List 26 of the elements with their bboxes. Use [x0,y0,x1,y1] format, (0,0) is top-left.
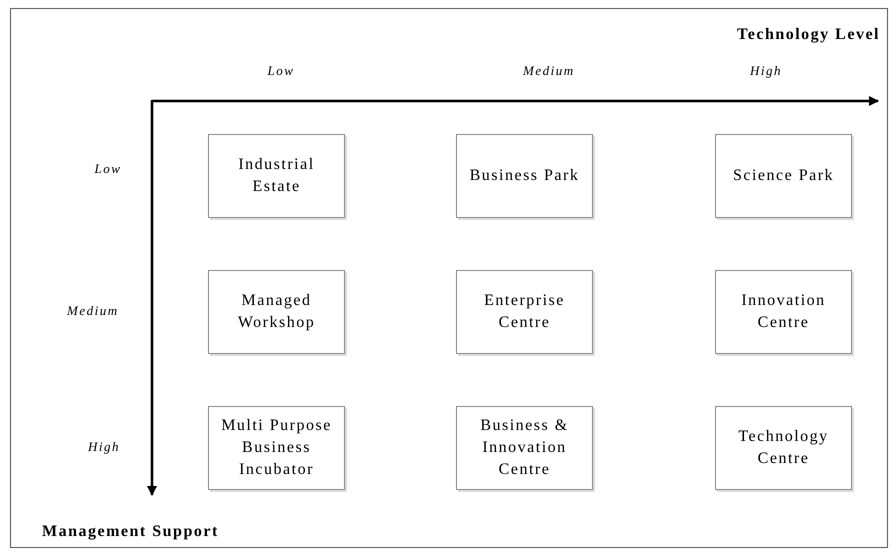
box-label: Business Park [468,166,580,186]
category-box [208,406,345,490]
box-label: Industrial Estate [237,155,316,197]
category-box [208,134,345,218]
box-label: Multi Purpose Business Incubator [220,416,333,480]
axis-tick-label: Medium [523,63,575,79]
axis-tick-label: High [750,63,782,79]
axis-tick-label: Low [94,161,122,177]
category-box [715,406,852,490]
box-label: Enterprise Centre [483,291,566,333]
category-box [456,134,593,218]
category-box [715,270,852,354]
category-box [456,270,593,354]
box-label: Innovation Centre [740,291,827,333]
box-label: Science Park [732,166,836,186]
category-box [208,270,345,354]
axis-tick-label: Medium [67,303,119,319]
category-box [456,406,593,490]
box-label: Technology Centre [737,427,830,469]
box-label: Managed Workshop [236,291,316,333]
category-box [715,134,852,218]
axis-tick-label: Low [268,63,294,79]
axis-tick-label: High [88,439,120,455]
axis-title: Management Support [42,523,219,541]
box-label: Business & Innovation Centre [479,416,570,480]
axis-title: Technology Level [737,26,880,44]
